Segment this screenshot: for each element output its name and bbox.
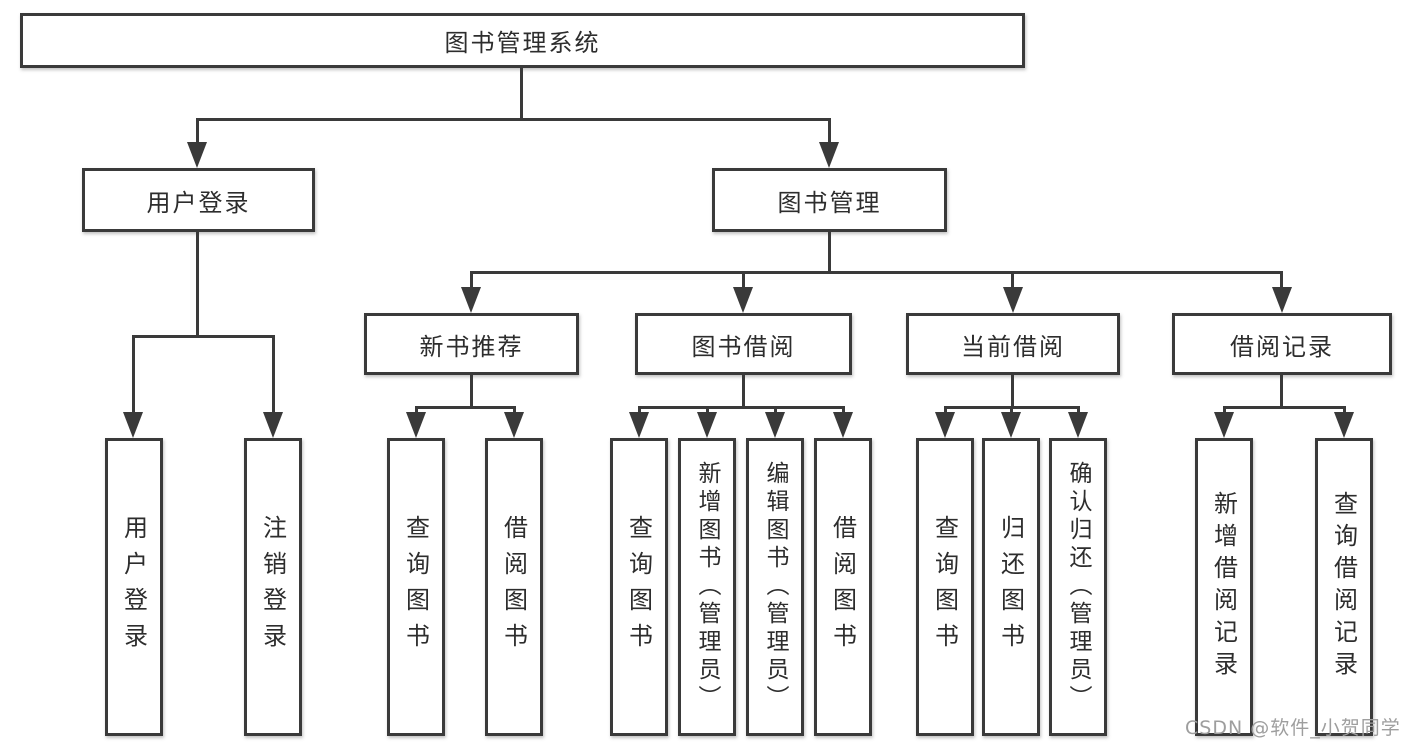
connector-line [196,118,199,152]
arrow-down-icon [1001,412,1021,438]
leaf-confirm-return-admin: 确认归还（管理员） [1049,438,1107,736]
arrow-down-icon [765,412,785,438]
connector-line [132,335,135,415]
connector-line [415,406,516,409]
connector-line [638,406,845,409]
arrow-down-icon [833,412,853,438]
connector-line [470,373,473,406]
arrow-down-icon [504,412,524,438]
arrow-down-icon [1068,412,1088,438]
arrow-down-icon [123,412,143,438]
node-user-login: 用户登录 [82,168,315,232]
node-current-borrowing: 当前借阅 [906,313,1120,375]
leaf-return-books: 归还图书 [982,438,1040,736]
leaf-logout: 注销登录 [244,438,302,736]
arrow-down-icon [263,412,283,438]
connector-line [1280,271,1283,291]
connector-line [272,335,275,415]
connector-line [1011,271,1014,291]
leaf-user-login: 用户登录 [105,438,163,736]
leaf-borrow-books-borrowing: 借阅图书 [814,438,872,736]
watermark-text: CSDN @软件_小贺同学 [1185,717,1401,739]
connector-line [742,373,745,406]
connector-line [196,230,199,335]
connector-line [1280,373,1283,406]
connector-line [520,66,523,118]
arrow-down-icon [187,142,207,168]
arrow-down-icon [629,412,649,438]
arrow-down-icon [819,142,839,168]
leaf-query-books-borrowing: 查询图书 [610,438,668,736]
leaf-edit-book-admin: 编辑图书（管理员） [746,438,804,736]
leaf-add-borrow-record: 新增借阅记录 [1195,438,1253,736]
arrow-down-icon [697,412,717,438]
arrow-down-icon [733,287,753,313]
arrow-down-icon [935,412,955,438]
node-new-book-recommend: 新书推荐 [364,313,579,375]
node-borrowing-records: 借阅记录 [1172,313,1392,375]
connector-line [1223,406,1346,409]
connector-line [828,118,831,152]
arrow-down-icon [1334,412,1354,438]
arrow-down-icon [406,412,426,438]
node-book-management: 图书管理 [712,168,947,232]
arrow-down-icon [1272,287,1292,313]
leaf-query-borrow-record: 查询借阅记录 [1315,438,1373,736]
connector-line [1011,373,1014,406]
leaf-add-book-admin: 新增图书（管理员） [678,438,736,736]
connector-line [470,271,473,291]
connector-line [828,230,831,271]
arrow-down-icon [1214,412,1234,438]
node-library-management-system: 图书管理系统 [20,13,1025,68]
connector-line [132,335,275,338]
leaf-borrow-books-recommend: 借阅图书 [485,438,543,736]
node-book-borrowing: 图书借阅 [635,313,852,375]
connector-line [197,118,831,121]
leaf-query-books-current: 查询图书 [916,438,974,736]
connector-line [470,271,1283,274]
leaf-query-books-recommend: 查询图书 [387,438,445,736]
arrow-down-icon [1003,287,1023,313]
connector-line [742,271,745,291]
arrow-down-icon [461,287,481,313]
